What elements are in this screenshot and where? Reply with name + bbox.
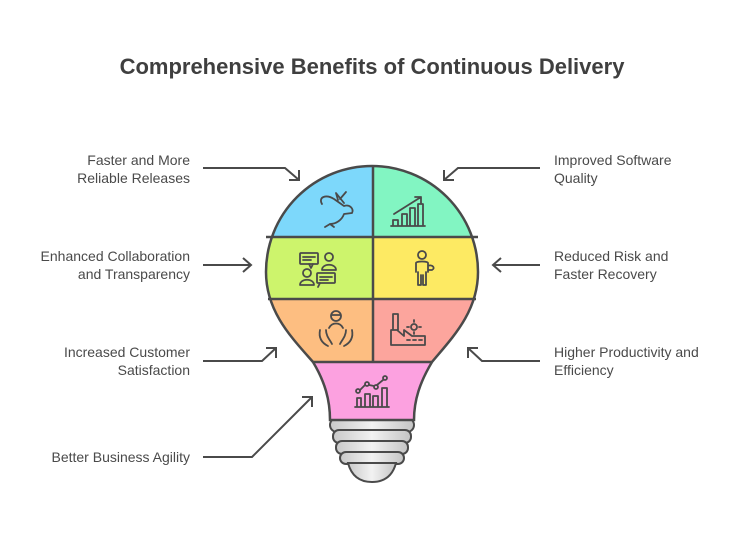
label-line: Improved Software xyxy=(554,152,672,168)
label-line: Higher Productivity and xyxy=(554,344,699,360)
segment-productivity xyxy=(373,299,478,362)
segment-business-agility xyxy=(266,362,478,420)
label-line: Better Business Agility xyxy=(51,449,190,465)
label-line: Faster and More xyxy=(87,152,190,168)
label-line: Enhanced Collaboration xyxy=(40,248,190,264)
hands-person-icon xyxy=(318,310,354,347)
arrow-customer-satisfaction xyxy=(203,347,277,362)
analytics-icon xyxy=(354,375,390,408)
factory-icon xyxy=(390,313,426,346)
page-title: Comprehensive Benefits of Continuous Del… xyxy=(119,54,625,79)
label-line: Reduced Risk and xyxy=(554,248,669,264)
segment-reduced-risk xyxy=(373,237,478,299)
label-collaboration: Enhanced Collaboration and Transparency xyxy=(0,247,190,283)
arrow-reduced-risk xyxy=(491,257,540,273)
arrow-faster-releases xyxy=(203,167,300,181)
label-line: and Transparency xyxy=(77,266,190,282)
label-line: Reliable Releases xyxy=(77,170,190,186)
label-business-agility: Better Business Agility xyxy=(0,448,190,466)
arrow-software-quality xyxy=(443,167,540,181)
label-line: Efficiency xyxy=(554,362,614,378)
arrow-business-agility xyxy=(203,396,313,458)
arrow-productivity xyxy=(467,347,540,362)
segment-collaboration xyxy=(266,237,373,299)
bulb-base xyxy=(329,417,415,484)
label-line: Quality xyxy=(554,170,598,186)
label-line: Faster Recovery xyxy=(554,266,657,282)
label-line: Increased Customer xyxy=(63,344,190,360)
label-line: Satisfaction xyxy=(117,362,190,378)
arrow-collaboration xyxy=(203,257,253,273)
arrows xyxy=(203,167,540,458)
rabbit-icon xyxy=(320,191,354,228)
growth-chart-icon xyxy=(390,196,426,227)
conversation-icon xyxy=(299,252,337,288)
person-icon xyxy=(415,250,435,286)
